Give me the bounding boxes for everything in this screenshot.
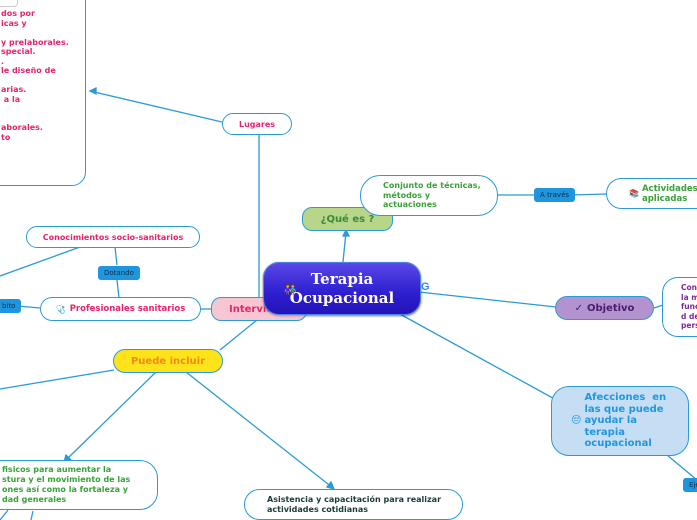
text-line: d de <box>681 311 697 321</box>
node-asistencia-label: Asistencia y capacitación para realizar … <box>267 495 442 514</box>
text-line: dos por <box>1 9 35 18</box>
node-conjunto-label: Conjunto de técnicas, métodos y actuacio… <box>383 181 481 210</box>
line-ejercicios-down1 <box>0 509 9 520</box>
sad-face-icon: 😔 <box>571 415 582 427</box>
text-line: a la <box>1 94 21 104</box>
central-title-line1: Terapia <box>310 269 374 288</box>
node-profesionales[interactable]: 🩺 Profesionales sanitarios <box>40 297 201 321</box>
line-central-objetivo <box>418 291 557 308</box>
node-puede-incluir-label: Puede incluir <box>130 355 206 367</box>
central-title: Terapia Ocupacional <box>290 270 394 308</box>
top-left-fragment <box>0 0 18 7</box>
line-dotando-profesionales <box>116 279 120 299</box>
text-line: func <box>681 302 697 312</box>
line-ambito-profesionales <box>17 305 41 309</box>
text-line: arias. <box>1 85 27 94</box>
node-lugares[interactable]: Lugares <box>222 113 292 135</box>
text-line: to <box>1 132 11 142</box>
node-conjunto[interactable]: Conjunto de técnicas, métodos y actuacio… <box>360 175 498 216</box>
central-title-line2: Ocupacional <box>289 288 395 307</box>
text-line: la m <box>681 292 697 302</box>
line-objetivo-text <box>653 304 664 309</box>
node-objetivo-detail[interactable]: Con la m func d de pers <box>662 277 697 337</box>
node-actividades-label: Actividades aplicadas <box>641 183 697 204</box>
arrowhead <box>325 480 336 491</box>
text-line: Con <box>681 283 697 293</box>
stethoscope-icon: 🩺 <box>55 304 66 314</box>
node-profesionales-label: Profesionales sanitarios <box>69 304 186 314</box>
line-puede-left <box>0 369 115 390</box>
books-icon: 📚 <box>629 188 639 198</box>
arrowhead <box>88 86 97 96</box>
line-puede-ejercicios <box>65 371 157 461</box>
google-icon[interactable]: G <box>421 281 430 293</box>
ejercicios-text: fisicos para aumentar la stura y el movi… <box>2 465 130 505</box>
objetivo-detail-text: Con la m func d de pers <box>681 283 697 331</box>
line-lugares-box <box>89 90 223 123</box>
node-asistencia[interactable]: Asistencia y capacitación para realizar … <box>244 489 463 520</box>
text-line: stura y el movimiento de las <box>2 475 131 484</box>
text-line: ones así como la fortaleza y <box>2 485 128 494</box>
line-puede-asistencia <box>185 371 334 489</box>
node-que-es-label: ¿Qué es ? <box>320 213 375 225</box>
text-line: . <box>1 56 5 66</box>
line-central-afecciones <box>397 312 561 403</box>
text-line: special. <box>1 47 36 56</box>
node-intervienen-label: Intervie <box>229 303 274 315</box>
line-central-quees <box>342 231 347 263</box>
central-topic-overlay: 👫 Terapia Ocupacional <box>263 262 421 315</box>
node-afecciones-label: Afecciones en las que puede ayudar la te… <box>584 392 670 450</box>
node-afecciones[interactable]: 😔 Afecciones en las que puede ayudar la … <box>551 386 689 456</box>
people-icon: 👫 <box>284 285 297 296</box>
text-line: pers <box>681 321 697 331</box>
text-line: icas y <box>1 18 27 28</box>
node-objetivo[interactable]: ✓ Objetivo <box>555 296 654 320</box>
places-detail-box[interactable]: dos por icas y y prelaborales. special. … <box>0 0 86 186</box>
text-line: aborales. <box>1 123 43 132</box>
line-afecciones-eje <box>666 454 697 481</box>
node-conocimientos[interactable]: Conocimientos socio-sanitarios <box>26 226 200 248</box>
text-line: fisicos para aumentar la <box>2 465 112 474</box>
line-conocimientos-dotando <box>114 246 118 266</box>
label-ejemplo: Eje <box>683 478 697 492</box>
text-line: dad generales <box>2 495 67 504</box>
node-actividades-aplicadas[interactable]: 📚 Actividades aplicadas <box>606 178 697 209</box>
label-dotando: Dotando <box>98 266 140 280</box>
node-objetivo-label: Objetivo <box>586 302 635 314</box>
label-a-traves: A través <box>534 188 576 202</box>
check-icon: ✓ <box>574 302 583 314</box>
node-ejercicios[interactable]: fisicos para aumentar la stura y el movi… <box>0 460 158 510</box>
line-ejercicios-down2 <box>30 510 34 520</box>
places-detail-text: dos por icas y y prelaborales. special. … <box>1 9 69 142</box>
text-line: y prelaborales. <box>1 37 69 47</box>
arrowhead <box>341 228 351 237</box>
node-conocimientos-label: Conocimientos socio-sanitarios <box>42 232 184 242</box>
line-atraves-actividades <box>570 193 607 196</box>
node-lugares-label: Lugares <box>238 119 276 129</box>
text-line: le diseño de <box>1 66 56 75</box>
label-ambito: bito <box>0 299 22 313</box>
node-puede-incluir[interactable]: Puede incluir <box>113 349 223 373</box>
line-conocimientos-left <box>0 246 81 277</box>
